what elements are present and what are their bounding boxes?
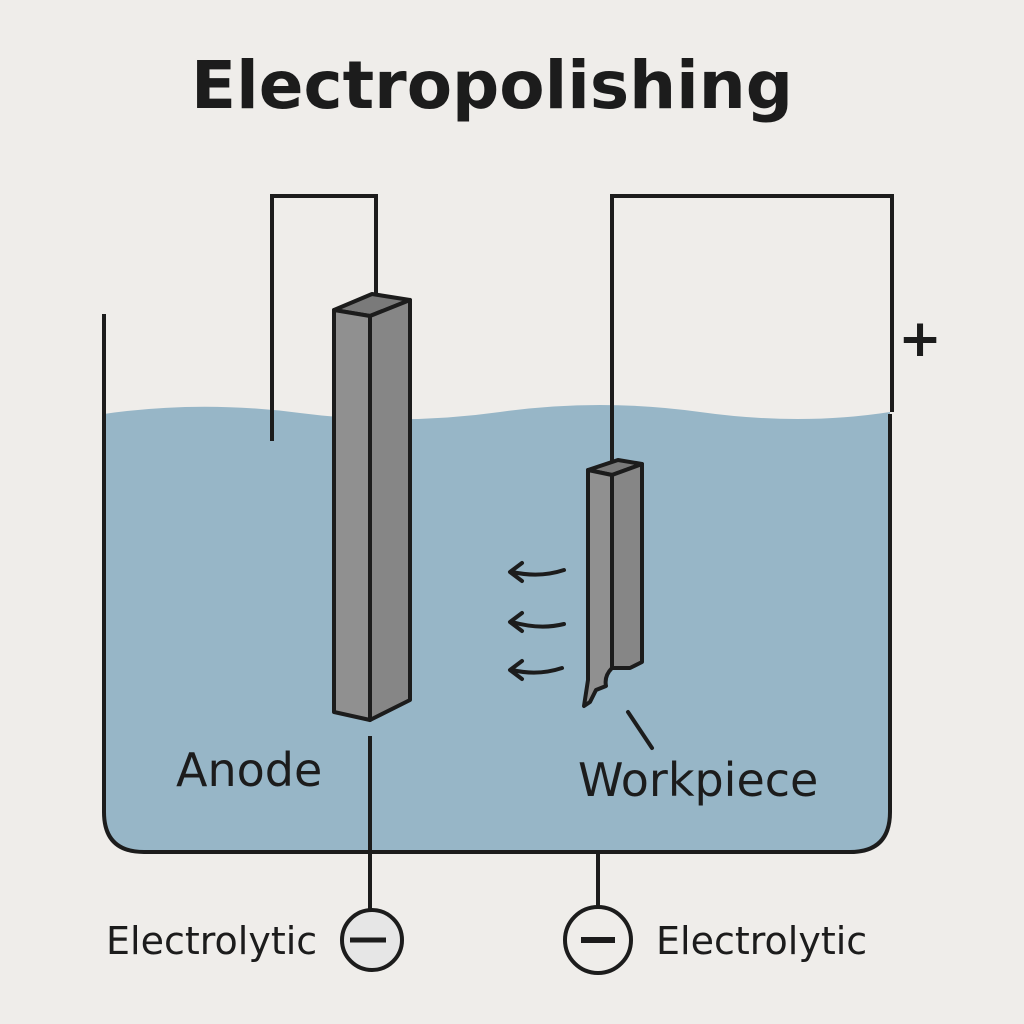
- flow-arrow-icon: [508, 561, 566, 583]
- diagram-title: Electropolishing: [191, 47, 793, 124]
- electrolyte-liquid: [104, 405, 890, 852]
- left-terminal-label: Electrolytic: [106, 919, 317, 963]
- flow-arrow-icon: [508, 659, 564, 681]
- flow-arrows: [508, 561, 566, 681]
- right-terminal-icon: [563, 905, 633, 975]
- workpiece-pointer: [626, 710, 654, 750]
- workpiece-electrode: [582, 458, 644, 708]
- tank: [102, 314, 892, 854]
- right-wire: [610, 194, 894, 462]
- workpiece-label: Workpiece: [578, 753, 818, 807]
- plus-sign: +: [898, 309, 942, 369]
- anode-electrode: [332, 292, 412, 722]
- flow-arrow-icon: [508, 611, 566, 633]
- left-terminal-icon: [340, 908, 404, 972]
- anode-label: Anode: [176, 743, 322, 797]
- left-wire: [270, 194, 378, 441]
- right-terminal-label: Electrolytic: [656, 919, 867, 963]
